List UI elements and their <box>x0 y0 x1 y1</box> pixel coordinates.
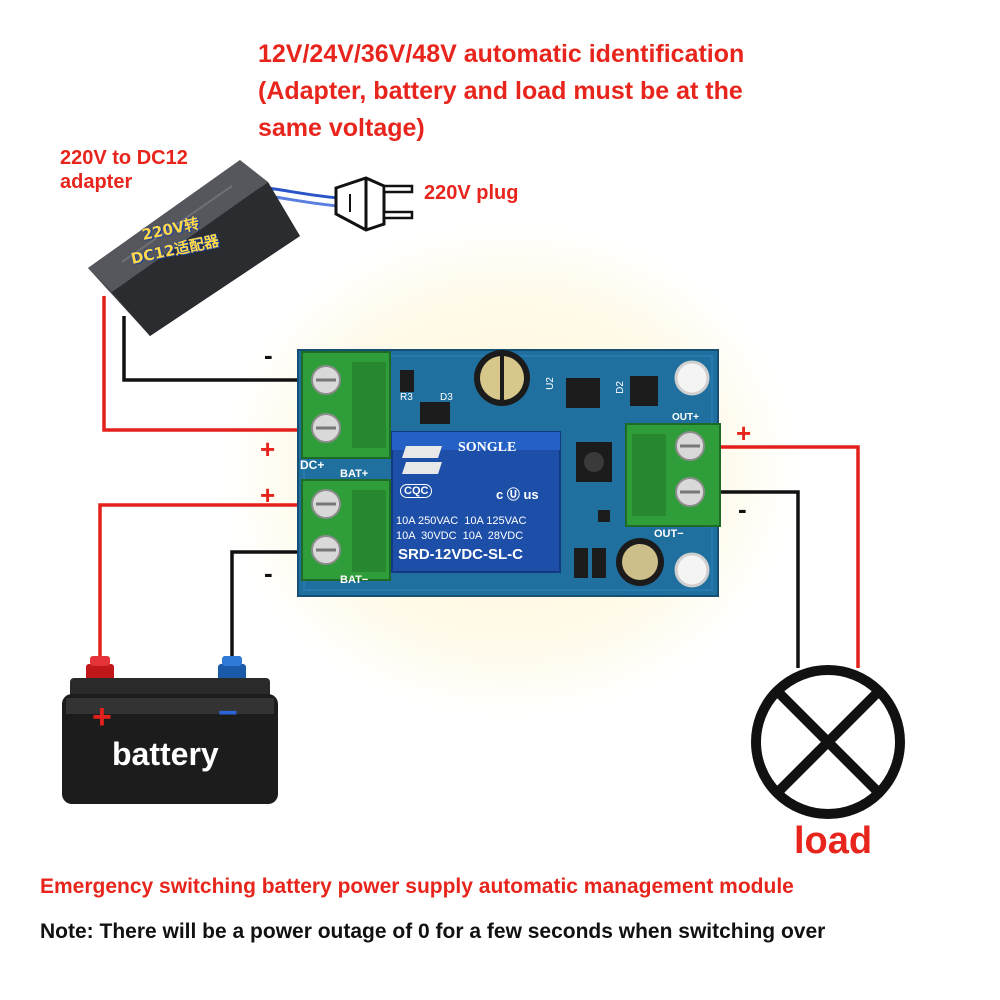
adapter-label-line-1: 220V to DC12 <box>60 147 188 169</box>
pcb-board <box>297 349 719 597</box>
terminal-dc <box>301 351 391 459</box>
out-plus-sign: + <box>736 418 752 448</box>
adapter-icon <box>88 160 300 336</box>
silk-out-plus: OUT+ <box>672 412 699 423</box>
battery-plus-sign: + <box>92 698 112 736</box>
load-lamp-icon <box>751 665 905 819</box>
silk-dc-plus: DC+ <box>300 458 325 472</box>
relay-rating-2: 10A 30VDC 10A 28VDC <box>396 530 524 542</box>
bat-minus-sign: - <box>264 558 273 588</box>
silk-r3: R3 <box>400 392 413 403</box>
relay-brand: SONGLE <box>458 440 517 455</box>
dc-minus-sign: - <box>264 340 273 370</box>
bat-plus-sign: + <box>260 480 276 510</box>
relay-cert-ul: c Ⓤ us <box>496 487 539 502</box>
battery-minus-sign: − <box>218 694 238 732</box>
silk-out-minus: OUT− <box>654 528 684 540</box>
terminal-battery <box>301 479 391 581</box>
header-text: 12V/24V/36V/48V automatic identification… <box>258 36 958 147</box>
header-line-1: 12V/24V/36V/48V automatic identification <box>258 40 745 68</box>
load-label: load <box>794 820 873 862</box>
adapter-label: 220V to DC12 adapter <box>60 146 188 194</box>
header-line-2: (Adapter, battery and load must be at th… <box>258 77 743 105</box>
plug-icon <box>334 176 414 232</box>
terminal-output <box>625 423 721 527</box>
wires <box>98 296 860 668</box>
relay-model: SRD-12VDC-SL-C <box>398 546 524 563</box>
silk-d3: D3 <box>440 392 453 403</box>
dc-plus-sign: + <box>260 434 276 464</box>
silk-bat-plus: BAT+ <box>340 468 369 480</box>
silk-bat-minus: BAT− <box>340 574 369 586</box>
relay-cert-cqc: CQC <box>400 484 433 498</box>
adapter-label-line-2: adapter <box>60 171 133 193</box>
plug-label: 220V plug <box>424 182 519 204</box>
out-minus-sign: - <box>738 494 747 524</box>
battery-label: battery <box>112 736 219 772</box>
footer-title: Emergency switching battery power supply… <box>40 875 794 898</box>
silk-d2: D2 <box>614 381 626 394</box>
relay-rating-1: 10A 250VAC 10A 125VAC <box>396 515 527 527</box>
header-line-3: same voltage) <box>258 114 425 142</box>
footer-note: Note: There will be a power outage of 0 … <box>40 920 826 943</box>
battery-icon <box>62 656 278 804</box>
silk-u2: U2 <box>544 377 556 390</box>
